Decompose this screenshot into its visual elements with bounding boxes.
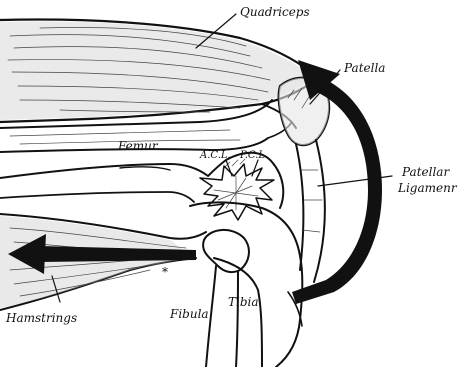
tibia-bone	[190, 202, 302, 367]
label-tibia: Tibia	[228, 295, 259, 309]
femur-bone	[0, 153, 283, 208]
label-quadriceps: Quadriceps	[240, 5, 310, 19]
quadriceps-muscle	[0, 20, 318, 152]
label-acl: A.C.L.	[199, 150, 231, 161]
label-marker: *	[162, 265, 168, 279]
label-pcl: P.C.L.	[239, 150, 268, 161]
label-femur: Femur	[117, 139, 159, 153]
label-patellar-ligament-line1: Patellar	[401, 165, 450, 179]
label-fibula: Fibula	[169, 307, 209, 321]
label-patella: Patella	[343, 61, 385, 75]
cruciate-ligaments	[200, 160, 274, 220]
label-patellar-ligament-line2: Ligamenr	[397, 181, 458, 195]
label-hamstrings: Hamstrings	[5, 311, 77, 325]
